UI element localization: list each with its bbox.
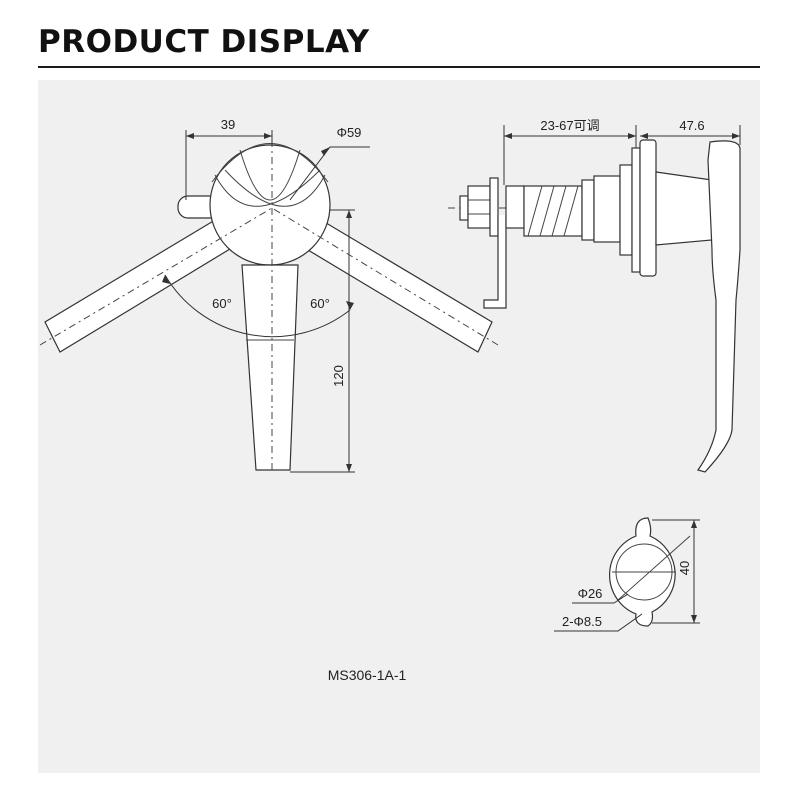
angle-arc: [164, 274, 351, 338]
header: PRODUCT DISPLAY: [38, 22, 760, 68]
flange-outer: [639, 139, 657, 277]
rosette-lobe-mid: [239, 149, 301, 201]
dim-depth-arrow-left: [640, 133, 648, 139]
dia85-leader: [554, 613, 643, 632]
angle-arrow-left: [162, 275, 170, 284]
angle-arrow-right: [346, 301, 354, 310]
model-code: MS306-1A-1: [328, 667, 407, 683]
cutout-view: 40 Φ26 2-Φ8.5: [554, 517, 700, 632]
cam-bracket: [483, 215, 507, 309]
dim40-arrow-top: [691, 520, 697, 528]
dim39-arrow-right: [264, 133, 272, 139]
dim-length-label: 120: [331, 365, 346, 387]
dia26-leader: [572, 593, 629, 604]
dim120-arrow-bottom: [346, 464, 352, 472]
dia59-arrow: [321, 147, 330, 156]
dim-angle-left-label: 60°: [212, 296, 232, 311]
front-view: 39 Φ59 60° 60° 120: [39, 117, 499, 473]
dim-adj-arrow-left: [504, 133, 512, 139]
rosette-lobe-top: [211, 143, 329, 183]
page-title: PRODUCT DISPLAY: [38, 24, 370, 60]
dim120-arrow-top: [346, 210, 352, 218]
nut-outer: [467, 185, 491, 229]
rosette-lobe-cross-a: [214, 169, 321, 207]
dim-hole-label: Φ26: [578, 586, 603, 601]
handle-profile: [697, 140, 741, 473]
dim-depth-label: 47.6: [679, 118, 704, 133]
nut-inner: [505, 185, 525, 229]
bolt-tip: [459, 195, 469, 221]
dim40-arrow-bottom: [691, 615, 697, 623]
body-collar: [619, 164, 633, 256]
dim-adjustable-label: 23-67可调: [540, 118, 599, 133]
spring-housing: [523, 185, 583, 237]
center-line-left: [39, 207, 273, 346]
dim-small-holes-label: 2-Φ8.5: [562, 614, 602, 629]
dim39-arrow-left: [186, 133, 194, 139]
spring-cap: [581, 179, 595, 241]
washer: [489, 177, 499, 237]
dim-width-label: 39: [221, 117, 235, 132]
rosette-lobe-cross-b: [224, 169, 326, 207]
dim-angle-right-label: 60°: [310, 296, 330, 311]
dim-diameter-label: Φ59: [337, 125, 362, 140]
lock-body: [593, 175, 621, 243]
dim-depth-arrow-right: [732, 133, 740, 139]
cutout-diagonal: [617, 535, 691, 601]
spring-coils: [527, 185, 579, 237]
dim-adj-arrow-right: [628, 133, 636, 139]
vertical-handle-outline: [241, 264, 299, 471]
flange-inner: [631, 147, 641, 273]
handle-neck: [655, 171, 713, 246]
side-view: 23-67可调 47.6: [448, 118, 741, 473]
dim-height-label: 40: [677, 561, 692, 575]
